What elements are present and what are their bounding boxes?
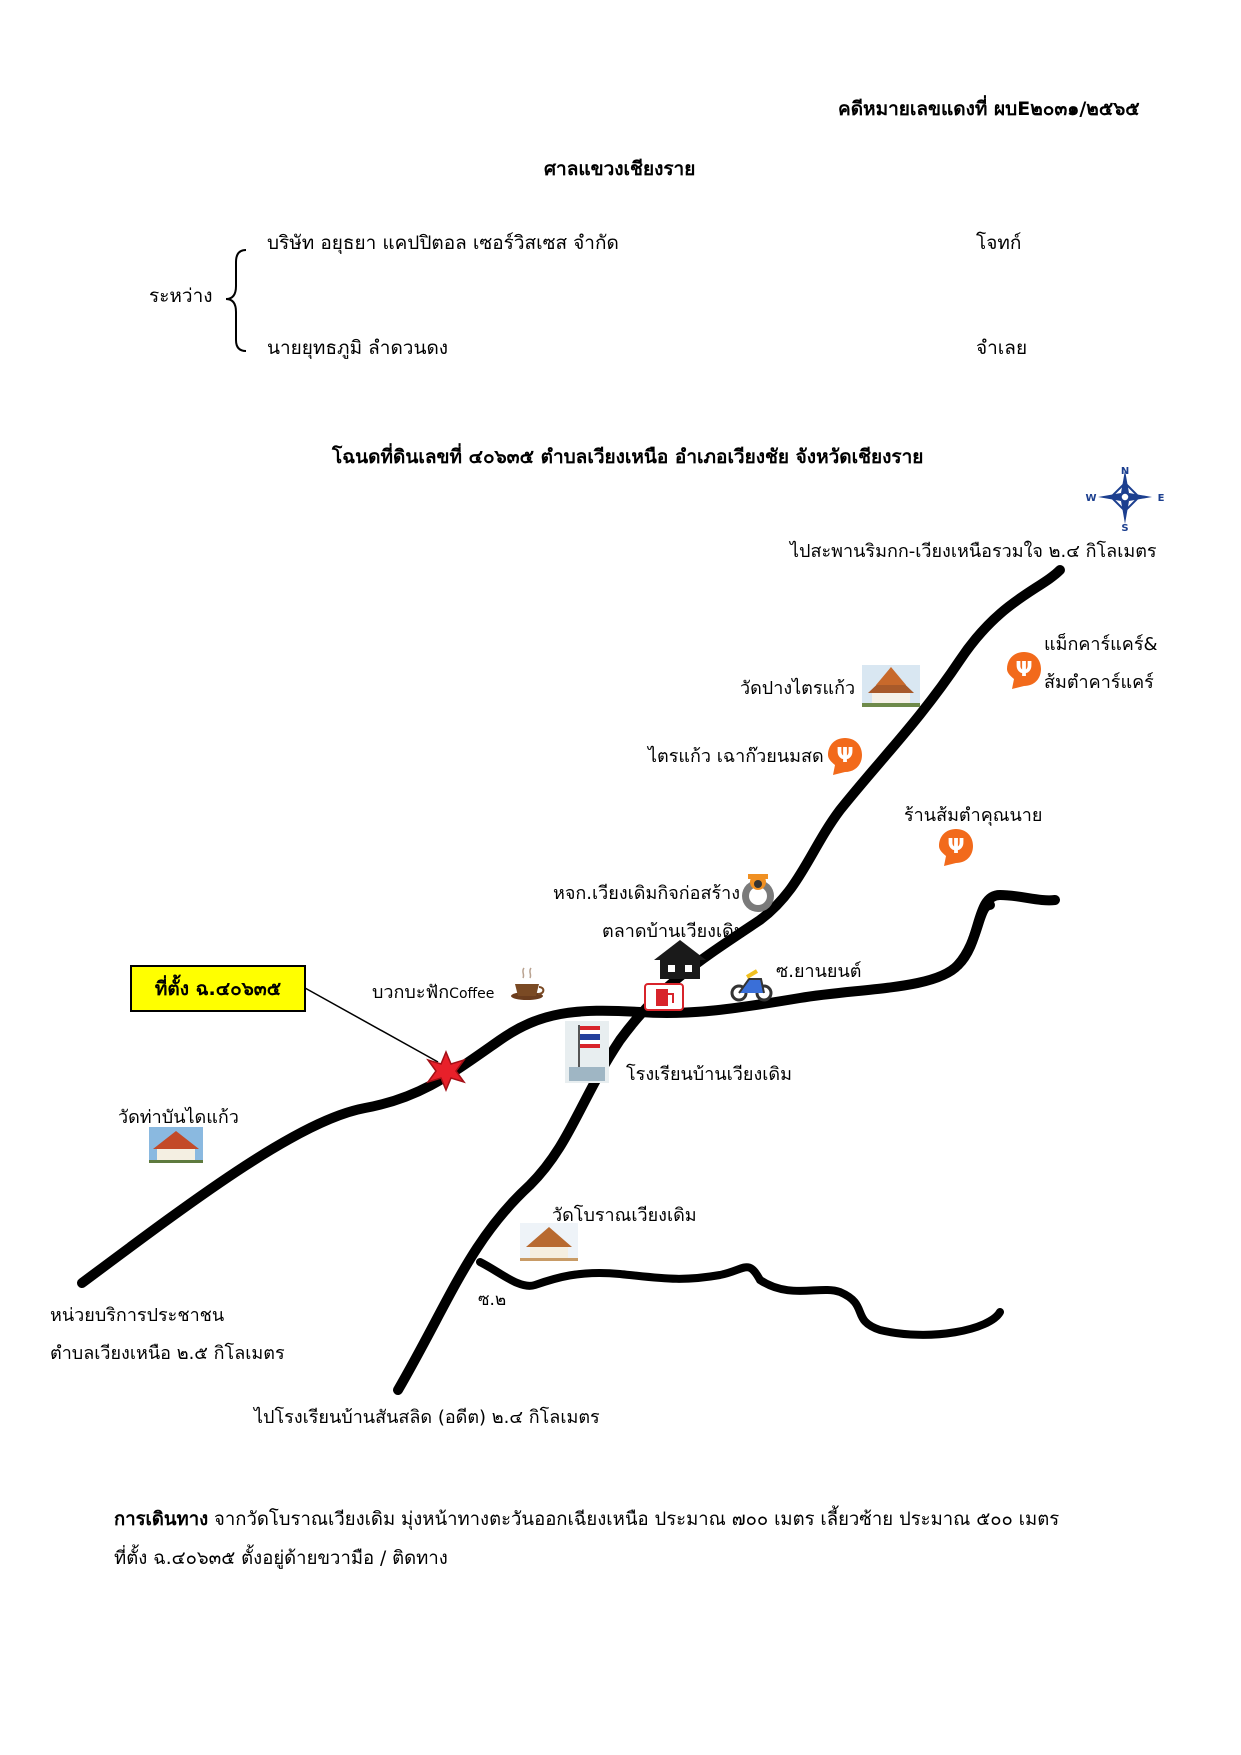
to-bridge-label: ไปสะพานริมกก-เวียงเหนือรวมใจ ๒.๔ กิโลเมต…	[790, 541, 1157, 562]
map-title: โฉนดที่ดินเลขที่ ๔๐๖๓๕ ตำบลเวียงเหนือ อำ…	[332, 446, 924, 468]
compass-w: W	[1085, 493, 1096, 504]
between-label: ระหว่าง	[149, 285, 213, 307]
defendant-name: นายยุทธภูมิ ลำดวนดง	[267, 337, 449, 359]
compass-n: N	[1121, 466, 1129, 477]
directions-line2: ที่ตั้ง ฉ.๔๐๖๓๕ ตั้งอยู่ด้ายขวามือ / ติด…	[114, 1548, 448, 1569]
coffee-cup-icon	[511, 967, 545, 1000]
som-tam-khun-nai-label: ร้านส้มตำคุณนาย	[904, 805, 1043, 826]
directions-text: จากวัดโบราณเวียงเดิม มุ่งหน้าทางตะวันออก…	[208, 1509, 1060, 1530]
restaurant-icon: Ψ	[1007, 652, 1041, 689]
traikaeo-shop-label: ไตรแก้ว เฉาก๊วยนมสด	[648, 746, 824, 767]
plaintiff-name: บริษัท อยุธยา แคปปิตอล เซอร์วิสเซส จำกัด	[267, 232, 619, 254]
to-school-label: ไปโรงเรียนบ้านสันสลิด (อดีต) ๒.๔ กิโลเมต…	[254, 1407, 600, 1428]
market-label: ตลาดบ้านเวียงเดิม	[602, 921, 746, 942]
svg-text:Ψ: Ψ	[1016, 657, 1033, 681]
directions-label: การเดินทาง	[114, 1509, 209, 1530]
east-curve-road	[953, 889, 1060, 970]
svg-text:Ψ: Ψ	[837, 743, 854, 767]
max-care-label-line1: แม็กคาร์แคร์&	[1044, 634, 1158, 655]
soi-2-road	[476, 1258, 1004, 1339]
temple-icon	[149, 1127, 203, 1163]
construction-icon	[742, 874, 774, 912]
coffee-shop-name: บวกบะฟัก	[372, 982, 450, 1003]
court-name: ศาลแขวงเชียงราย	[544, 158, 696, 180]
service-unit-label-line1: หน่วยบริการประชาชน	[50, 1305, 225, 1326]
compass-s: S	[1121, 523, 1128, 534]
market-house-icon	[654, 940, 706, 979]
compass-e: E	[1158, 493, 1165, 504]
west-east-road	[77, 900, 995, 1288]
coffee-shop-label: บวกบะฟักCoffee	[372, 982, 494, 1004]
max-care-label-line2: ส้มตำคาร์แคร์	[1044, 672, 1154, 693]
wat-pang-trai-kaeo-label: วัดปางไตรแก้ว	[740, 678, 856, 699]
coffee-shop-suffix: Coffee	[449, 986, 495, 1002]
gas-station-icon	[644, 983, 684, 1011]
location-pointer-line	[304, 987, 439, 1063]
soi-2-label: ซ.๒	[478, 1290, 507, 1310]
temple-icon	[862, 665, 920, 707]
location-star-marker	[426, 1050, 466, 1092]
school-label: โรงเรียนบ้านเวียงเดิม	[626, 1064, 792, 1085]
service-unit-label-line2: ตำบลเวียงเหนือ ๒.๕ กิโลเมตร	[50, 1343, 285, 1364]
svg-text:Ψ: Ψ	[948, 834, 965, 858]
restaurant-icon: Ψ	[939, 829, 973, 866]
soi-yanyon-label: ซ.ยานยนต์	[776, 961, 862, 982]
wat-boran-label: วัดโบราณเวียงเดิม	[552, 1205, 697, 1226]
plaintiff-role: โจทก์	[976, 232, 1022, 254]
compass-rose-icon	[1098, 470, 1152, 524]
wat-tha-ban-dai-kaeo-label: วัดท่าบันไดแก้ว	[118, 1107, 239, 1128]
diagonal-road	[393, 565, 1065, 1395]
location-label-box: ที่ตั้ง ฉ.๔๐๖๓๕	[130, 965, 306, 1012]
defendant-role: จำเลย	[976, 337, 1028, 359]
temple-icon	[520, 1223, 578, 1261]
case-number: คดีหมายเลขแดงที่ ผบE๒๐๓๑/๒๕๖๕	[838, 98, 1140, 120]
school-flag-icon	[565, 1021, 609, 1083]
construction-label: หจก.เวียงเดิมกิจก่อสร้าง	[553, 883, 741, 904]
restaurant-icon: Ψ	[828, 738, 862, 775]
motorcycle-icon	[730, 969, 773, 1002]
directions-line1: การเดินทาง จากวัดโบราณเวียงเดิม มุ่งหน้า…	[114, 1508, 1059, 1532]
